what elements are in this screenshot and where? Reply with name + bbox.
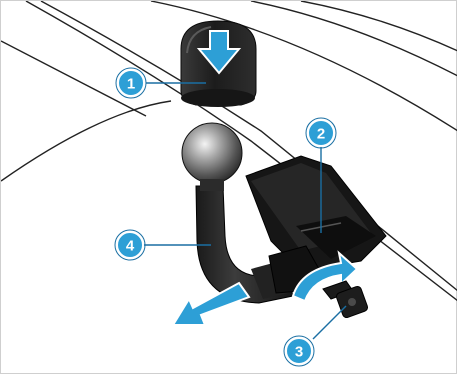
callout-label-1: 1 bbox=[127, 76, 135, 93]
body-line-f bbox=[301, 1, 457, 51]
mount-bracket bbox=[246, 156, 386, 271]
body-line-e bbox=[251, 1, 457, 76]
callout-label-2: 2 bbox=[317, 126, 325, 143]
callout-label-3: 3 bbox=[295, 344, 303, 361]
key bbox=[323, 281, 369, 319]
callout-4: 4 bbox=[115, 230, 145, 260]
leader-3 bbox=[313, 306, 346, 339]
callout-3: 3 bbox=[284, 336, 314, 366]
callout-2: 2 bbox=[306, 118, 336, 148]
tow-ball bbox=[182, 123, 242, 191]
body-line-g bbox=[1, 101, 171, 181]
callout-1: 1 bbox=[116, 68, 146, 98]
arrow-out-icon bbox=[173, 283, 249, 325]
callout-label-4: 4 bbox=[126, 238, 135, 255]
